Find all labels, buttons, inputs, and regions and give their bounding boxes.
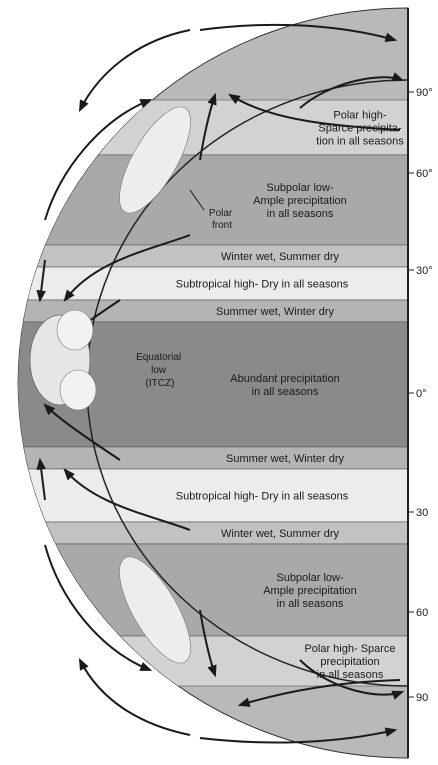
zone-label-line: in all seasons [267, 208, 334, 220]
zone-label-line: Sparce precipita- [318, 123, 401, 135]
zone-band-subpolar-low-north [0, 155, 408, 245]
polar-front-line-2: front [212, 220, 232, 231]
zone-label-summer-wet-north: Summer wet, Winter dry [216, 306, 334, 318]
zone-label-line: Polar high- Sparce [304, 643, 395, 655]
zone-label-summer-wet-south: Summer wet, Winter dry [226, 453, 344, 465]
zone-label-line: Winter wet, Summer dry [221, 528, 339, 540]
lat-60-south: 60 [416, 607, 428, 619]
zone-label-subtropical-high-south: Subtropical high- Dry in all seasons [176, 491, 349, 503]
lat-60-north: 60° [416, 168, 433, 180]
itcz-line-3: (ITCZ) [146, 378, 175, 389]
zone-label-line: Subtropical high- Dry in all seasons [176, 491, 349, 503]
zone-label-line: in all seasons [317, 669, 384, 681]
itcz-line-2: low [151, 365, 167, 376]
lat-30-south: 30 [416, 507, 428, 519]
latitude-labels: 90° 60° 30° 0° 30 60 90 [408, 87, 433, 704]
zone-label-line: precipitation [320, 656, 379, 668]
lat-90-south: 90 [416, 692, 428, 704]
polar-front-label: Polar front [209, 208, 235, 231]
zone-band-summer-wet-south [0, 447, 408, 469]
zone-label-line: tion in all seasons [316, 136, 404, 148]
itcz-line-1: Equatorial [136, 352, 181, 363]
zone-label-line: Polar high- [333, 110, 387, 122]
zone-label-winter-wet-north: Winter wet, Summer dry [221, 251, 339, 263]
zone-label-line: Ample precipitation [253, 195, 347, 207]
zone-label-line: Abundant precipitation [230, 373, 339, 385]
zone-label-subtropical-high-north: Subtropical high- Dry in all seasons [176, 279, 349, 291]
lat-90-north: 90° [416, 87, 433, 99]
zone-label-winter-wet-south: Winter wet, Summer dry [221, 528, 339, 540]
zone-label-line: Summer wet, Winter dry [226, 453, 344, 465]
polar-front-line-1: Polar [209, 208, 233, 219]
zone-label-line: Subpolar low- [276, 572, 344, 584]
zone-label-line: Subtropical high- Dry in all seasons [176, 279, 349, 291]
zone-label-line: Winter wet, Summer dry [221, 251, 339, 263]
zone-label-line: in all seasons [252, 386, 319, 398]
zone-label-line: Summer wet, Winter dry [216, 306, 334, 318]
zone-label-line: Subpolar low- [266, 182, 334, 194]
zone-band-winter-wet-north [0, 245, 408, 267]
zone-band-winter-wet-south [0, 522, 408, 544]
lat-30-north: 30° [416, 265, 433, 277]
zone-label-line: Ample precipitation [263, 585, 357, 597]
zone-label-line: in all seasons [277, 598, 344, 610]
lat-0: 0° [416, 388, 427, 400]
